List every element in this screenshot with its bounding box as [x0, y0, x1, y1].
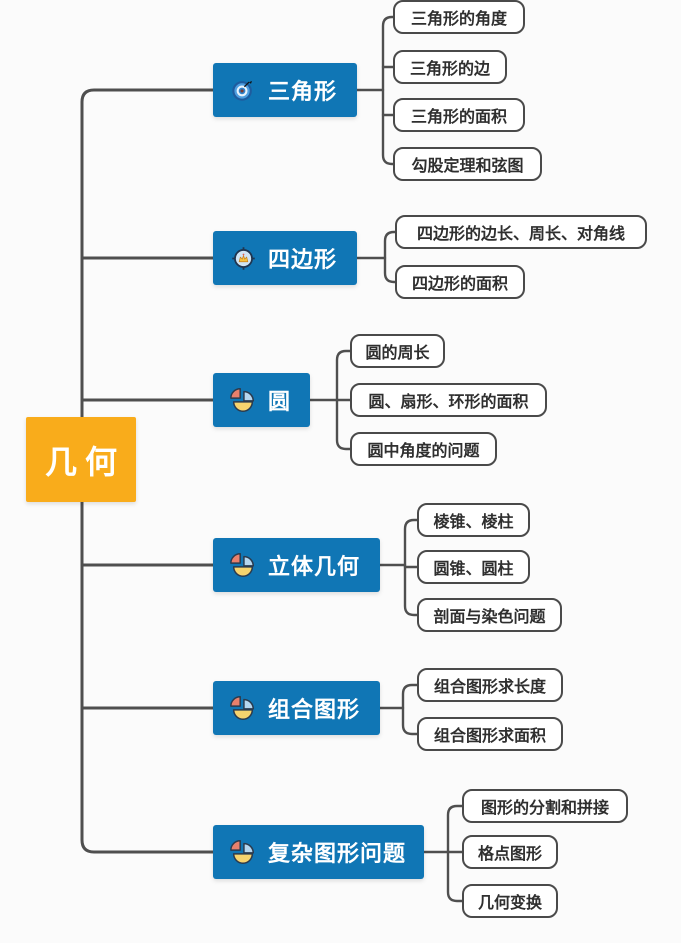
branch-label: 立体几何	[268, 554, 361, 579]
root-node-geometry[interactable]: 几何	[26, 417, 136, 502]
pie-chart-icon	[229, 551, 257, 579]
branch-label: 圆	[268, 389, 292, 414]
branch-node[interactable]: 组合图形	[213, 681, 380, 735]
leaf-node[interactable]: 几何变换	[462, 884, 558, 918]
leaf-node[interactable]: 四边形的面积	[395, 265, 525, 299]
branch-label: 复杂图形问题	[268, 841, 407, 866]
leaf-node[interactable]: 格点图形	[462, 835, 558, 869]
leaf-node[interactable]: 四边形的边长、周长、对角线	[395, 215, 647, 249]
leaf-node[interactable]: 圆、扇形、环形的面积	[350, 383, 547, 417]
pie-chart-icon	[229, 694, 257, 722]
branch-node[interactable]: 四边形	[213, 231, 357, 285]
leaf-node[interactable]: 勾股定理和弦图	[393, 147, 542, 181]
branch-label: 四边形	[268, 247, 338, 272]
branch-node[interactable]: 复杂图形问题	[213, 825, 424, 879]
branch-label: 三角形	[268, 79, 338, 104]
leaf-node[interactable]: 三角形的角度	[393, 0, 525, 34]
branch-node[interactable]: 三角形	[213, 63, 357, 117]
branch-node[interactable]: 立体几何	[213, 538, 380, 592]
branch-node[interactable]: 圆	[213, 373, 310, 427]
leaf-node[interactable]: 圆的周长	[350, 334, 445, 368]
leaf-node[interactable]: 组合图形求长度	[417, 668, 563, 702]
leaf-node[interactable]: 棱锥、棱柱	[417, 503, 530, 537]
branch-label: 组合图形	[268, 697, 361, 722]
pie-chart-icon	[229, 838, 257, 866]
leaf-node[interactable]: 圆中角度的问题	[350, 432, 497, 466]
compass-badge-icon	[229, 244, 257, 272]
leaf-node[interactable]: 图形的分割和拼接	[462, 789, 628, 823]
leaf-node[interactable]: 三角形的面积	[393, 98, 525, 132]
pie-chart-icon	[229, 386, 257, 414]
leaf-node[interactable]: 圆锥、圆柱	[417, 550, 530, 584]
dartboard-icon	[229, 76, 257, 104]
leaf-node[interactable]: 组合图形求面积	[417, 717, 563, 751]
leaf-node[interactable]: 三角形的边	[393, 50, 507, 84]
leaf-node[interactable]: 剖面与染色问题	[417, 598, 562, 632]
